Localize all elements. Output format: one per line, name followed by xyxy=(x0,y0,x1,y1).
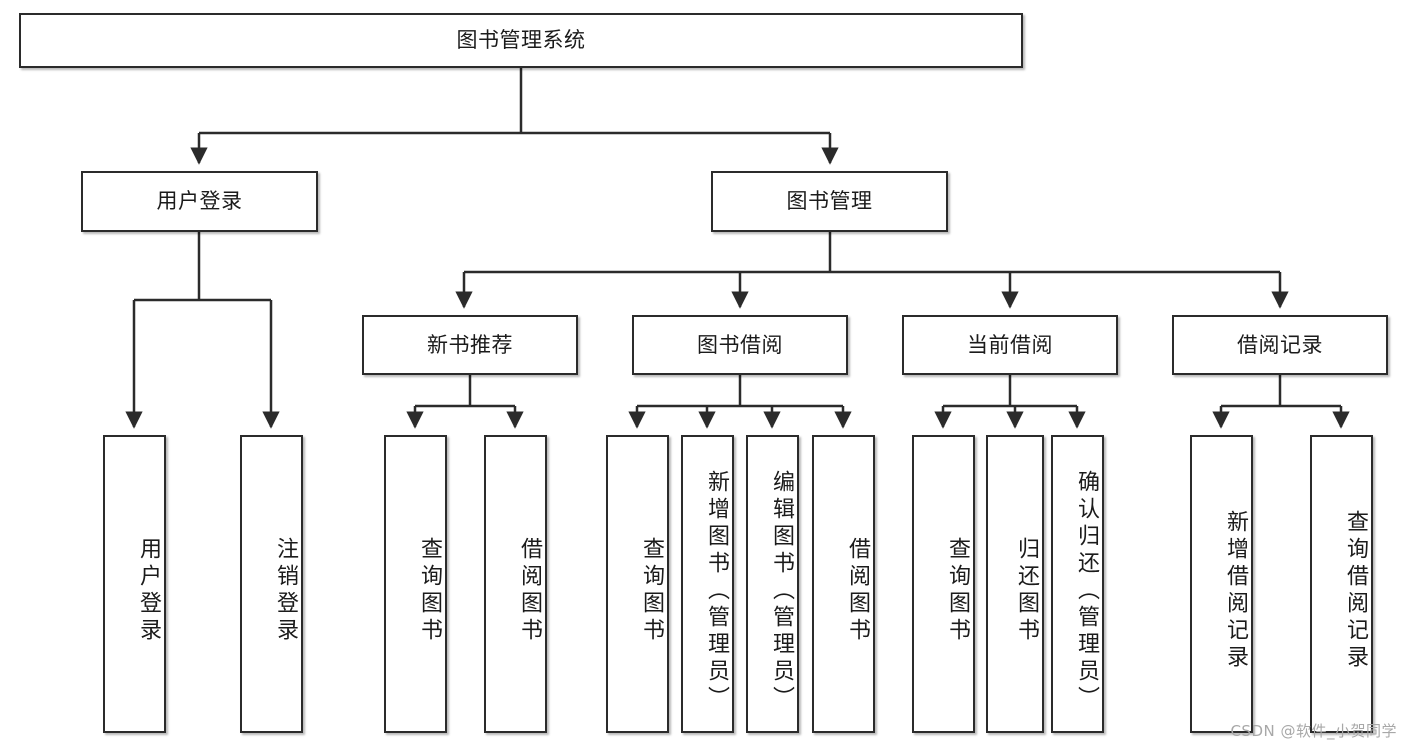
node-book-manage[interactable]: 图书管理 xyxy=(711,171,948,232)
leaf-add-book-admin-label: 新增图书（管理员） xyxy=(704,469,729,713)
leaf-add-book-admin[interactable]: 新增图书（管理员） xyxy=(681,435,734,733)
leaf-user-logout-label: 注销登录 xyxy=(273,537,298,645)
node-new-book-recommend[interactable]: 新书推荐 xyxy=(362,315,578,375)
node-new-book-recommend-label: 新书推荐 xyxy=(427,332,513,357)
node-borrow-record-label: 借阅记录 xyxy=(1237,332,1323,357)
node-current-borrow-label: 当前借阅 xyxy=(967,332,1053,357)
node-user-login-label: 用户登录 xyxy=(156,189,243,214)
leaf-query-book-recommend-label: 查询图书 xyxy=(417,537,442,645)
node-current-borrow[interactable]: 当前借阅 xyxy=(902,315,1118,375)
leaf-borrow-book-borrow-label: 借阅图书 xyxy=(845,537,870,645)
leaf-add-borrow-record-label: 新增借阅记录 xyxy=(1223,510,1248,672)
node-book-borrow[interactable]: 图书借阅 xyxy=(632,315,848,375)
leaf-user-logout[interactable]: 注销登录 xyxy=(240,435,303,733)
node-book-manage-label: 图书管理 xyxy=(786,189,873,214)
node-book-borrow-label: 图书借阅 xyxy=(697,332,783,357)
leaf-confirm-return-admin-label: 确认归还（管理员） xyxy=(1074,469,1099,713)
leaf-query-book-current-label: 查询图书 xyxy=(945,537,970,645)
leaf-query-borrow-record-label: 查询借阅记录 xyxy=(1343,510,1368,672)
leaf-add-borrow-record[interactable]: 新增借阅记录 xyxy=(1190,435,1253,733)
leaf-borrow-book-recommend-label: 借阅图书 xyxy=(517,537,542,645)
leaf-borrow-book-borrow[interactable]: 借阅图书 xyxy=(812,435,875,733)
leaf-query-borrow-record[interactable]: 查询借阅记录 xyxy=(1310,435,1373,733)
leaf-query-book-recommend[interactable]: 查询图书 xyxy=(384,435,447,733)
leaf-return-book[interactable]: 归还图书 xyxy=(986,435,1044,733)
leaf-query-book-current[interactable]: 查询图书 xyxy=(912,435,975,733)
leaf-user-login[interactable]: 用户登录 xyxy=(103,435,166,733)
leaf-user-login-label: 用户登录 xyxy=(136,537,161,645)
watermark: CSDN @软件_小贺同学 xyxy=(1230,722,1397,740)
leaf-return-book-label: 归还图书 xyxy=(1014,537,1039,645)
leaf-borrow-book-recommend[interactable]: 借阅图书 xyxy=(484,435,547,733)
node-root-label: 图书管理系统 xyxy=(456,28,586,53)
node-root[interactable]: 图书管理系统 xyxy=(19,13,1023,68)
node-borrow-record[interactable]: 借阅记录 xyxy=(1172,315,1388,375)
leaf-edit-book-admin[interactable]: 编辑图书（管理员） xyxy=(746,435,799,733)
node-user-login[interactable]: 用户登录 xyxy=(81,171,318,232)
leaf-query-book-borrow-label: 查询图书 xyxy=(639,537,664,645)
leaf-edit-book-admin-label: 编辑图书（管理员） xyxy=(769,469,794,713)
leaf-confirm-return-admin[interactable]: 确认归还（管理员） xyxy=(1051,435,1104,733)
leaf-query-book-borrow[interactable]: 查询图书 xyxy=(606,435,669,733)
